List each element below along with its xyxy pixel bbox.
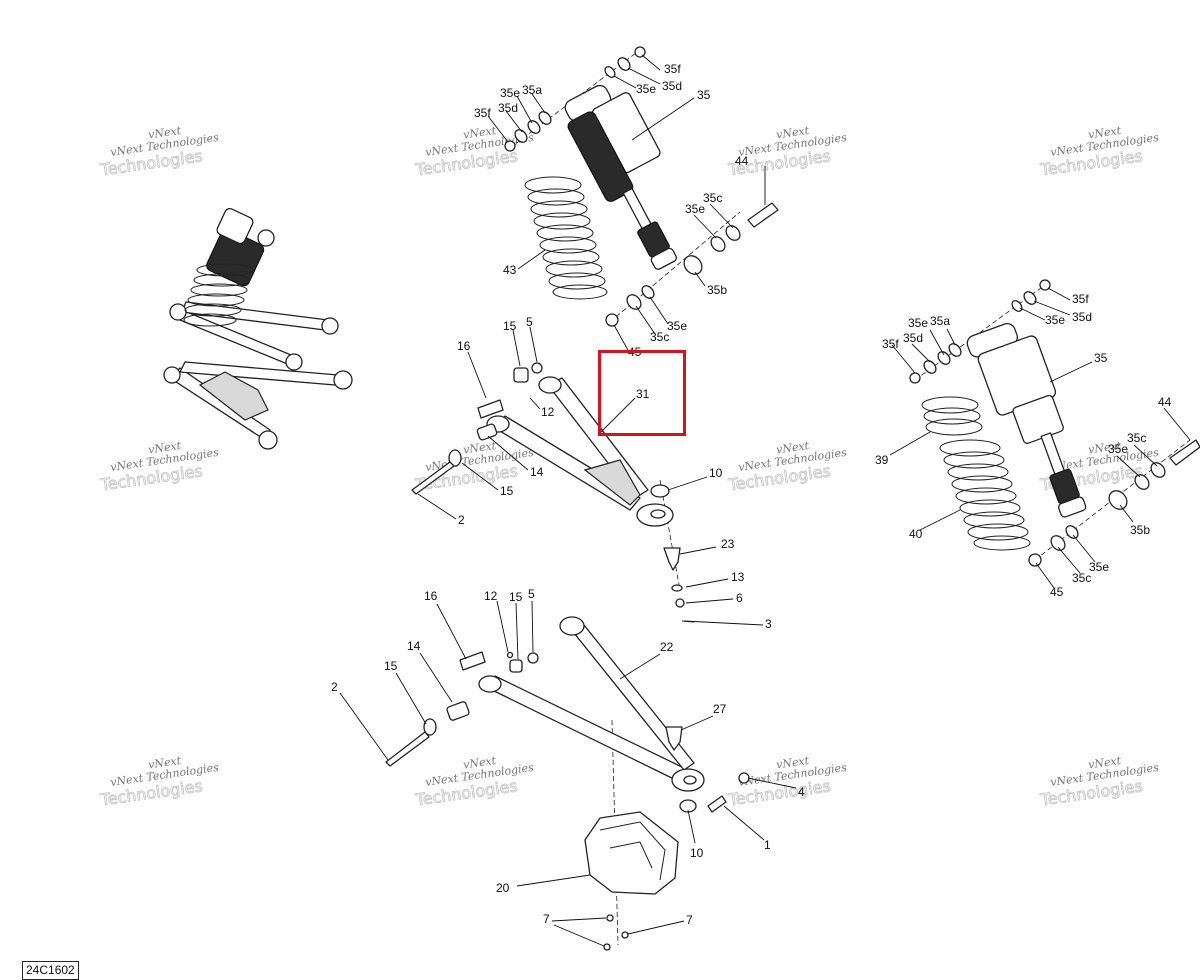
callout-31: 31 bbox=[636, 387, 650, 401]
callout-7: 7 bbox=[686, 913, 693, 927]
callout-14: 14 bbox=[530, 465, 544, 479]
rear-shock-exploded bbox=[909, 279, 1200, 567]
lower-a-arm-22 bbox=[385, 616, 750, 946]
svg-text:vNext: vNext bbox=[462, 124, 497, 142]
callout-35e: 35e bbox=[908, 316, 928, 330]
svg-text:vNext: vNext bbox=[147, 754, 182, 772]
callout-35f: 35f bbox=[474, 106, 491, 120]
callout-14: 14 bbox=[407, 639, 421, 653]
callout-20: 20 bbox=[496, 881, 510, 895]
watermark-12: vNext vNext Technologies Technologies bbox=[1038, 754, 1160, 810]
nut-35f bbox=[634, 46, 646, 58]
callout-35e: 35e bbox=[685, 202, 705, 216]
callout-45: 45 bbox=[1050, 585, 1064, 599]
callout-35f: 35f bbox=[664, 62, 681, 76]
callout-10: 10 bbox=[709, 466, 723, 480]
callout-13: 13 bbox=[731, 570, 745, 584]
callout-35c: 35c bbox=[1127, 431, 1146, 445]
callout-2: 2 bbox=[331, 680, 338, 694]
callout-5: 5 bbox=[526, 315, 533, 329]
callout-16: 16 bbox=[424, 589, 438, 603]
callout-6: 6 bbox=[736, 591, 743, 605]
spring-39 bbox=[921, 396, 983, 436]
svg-text:vNext: vNext bbox=[775, 124, 810, 142]
callout-35c: 35c bbox=[650, 330, 669, 344]
callout-4: 4 bbox=[798, 785, 805, 799]
leader-lines bbox=[339, 54, 1191, 947]
callout-15: 15 bbox=[509, 590, 523, 604]
watermark-10: vNext vNext Technologies Technologies bbox=[413, 754, 535, 810]
part-31-highlight-box[interactable] bbox=[598, 350, 686, 436]
callout-35: 35 bbox=[1094, 351, 1108, 365]
svg-text:vNext: vNext bbox=[775, 754, 810, 772]
callout-39: 39 bbox=[875, 453, 889, 467]
callout-35e: 35e bbox=[1045, 313, 1065, 327]
callout-5: 5 bbox=[528, 587, 535, 601]
callout-35f: 35f bbox=[1072, 292, 1089, 306]
callout-15: 15 bbox=[500, 484, 514, 498]
callout-3: 3 bbox=[765, 617, 772, 631]
callout-12: 12 bbox=[541, 405, 555, 419]
callout-35e: 35e bbox=[500, 86, 520, 100]
callout-44: 44 bbox=[735, 154, 749, 168]
callout-40: 40 bbox=[909, 527, 923, 541]
callout-35: 35 bbox=[697, 88, 711, 102]
watermark-3: vNext vNext Technologies Technologies bbox=[726, 124, 848, 180]
callout-1: 1 bbox=[764, 838, 771, 852]
callout-35e: 35e bbox=[667, 319, 687, 333]
callout-15: 15 bbox=[384, 659, 398, 673]
callout-10: 10 bbox=[690, 846, 704, 860]
callout-35f: 35f bbox=[882, 337, 899, 351]
watermark-4: vNext vNext Technologies Technologies bbox=[1038, 124, 1160, 180]
diagram-code-label: 24C1602 bbox=[22, 961, 79, 980]
callout-43: 43 bbox=[503, 263, 517, 277]
svg-text:vNext: vNext bbox=[775, 439, 810, 457]
callout-16: 16 bbox=[457, 339, 471, 353]
callout-22: 22 bbox=[660, 640, 674, 654]
svg-text:vNext: vNext bbox=[462, 754, 497, 772]
svg-text:vNext: vNext bbox=[147, 439, 182, 457]
callout-35e: 35e bbox=[1089, 560, 1109, 574]
callout-35d: 35d bbox=[1072, 310, 1092, 324]
callout-44: 44 bbox=[1158, 395, 1172, 409]
callout-35d: 35d bbox=[662, 79, 682, 93]
spring-40 bbox=[939, 439, 1031, 551]
svg-text:vNext: vNext bbox=[147, 124, 182, 142]
assembled-suspension-illustration bbox=[163, 207, 353, 450]
upper-a-arm-31 bbox=[411, 362, 695, 623]
svg-text:vNext: vNext bbox=[1087, 124, 1122, 142]
callout-2: 2 bbox=[458, 513, 465, 527]
svg-text:vNext: vNext bbox=[1087, 439, 1122, 457]
callout-7: 7 bbox=[543, 912, 550, 926]
front-shock-exploded bbox=[504, 46, 779, 327]
watermark-1: vNext vNext Technologies Technologies bbox=[98, 124, 220, 180]
spring-43 bbox=[524, 176, 608, 300]
callout-15: 15 bbox=[503, 319, 517, 333]
watermark-9: vNext vNext Technologies Technologies bbox=[98, 754, 220, 810]
callout-35e: 35e bbox=[636, 82, 656, 96]
watermark-2: vNext vNext Technologies Technologies bbox=[413, 124, 535, 180]
callout-35b: 35b bbox=[707, 283, 727, 297]
svg-text:vNext: vNext bbox=[462, 439, 497, 457]
watermark-5: vNext vNext Technologies Technologies bbox=[98, 439, 220, 495]
callout-35c: 35c bbox=[1072, 571, 1091, 585]
callout-35d: 35d bbox=[498, 101, 518, 115]
callout-35d: 35d bbox=[903, 331, 923, 345]
skid-plate-20 bbox=[584, 811, 679, 951]
callout-35c: 35c bbox=[703, 191, 722, 205]
callout-12: 12 bbox=[484, 589, 498, 603]
callout-35e: 35e bbox=[1108, 442, 1128, 456]
callout-23: 23 bbox=[721, 537, 735, 551]
watermark-6: vNext vNext Technologies Technologies bbox=[413, 439, 535, 495]
callout-35b: 35b bbox=[1130, 523, 1150, 537]
svg-text:vNext: vNext bbox=[1087, 754, 1122, 772]
watermark-7: vNext vNext Technologies Technologies bbox=[726, 439, 848, 495]
callout-35a: 35a bbox=[522, 83, 542, 97]
callout-35a: 35a bbox=[930, 314, 950, 328]
callout-27: 27 bbox=[713, 702, 727, 716]
